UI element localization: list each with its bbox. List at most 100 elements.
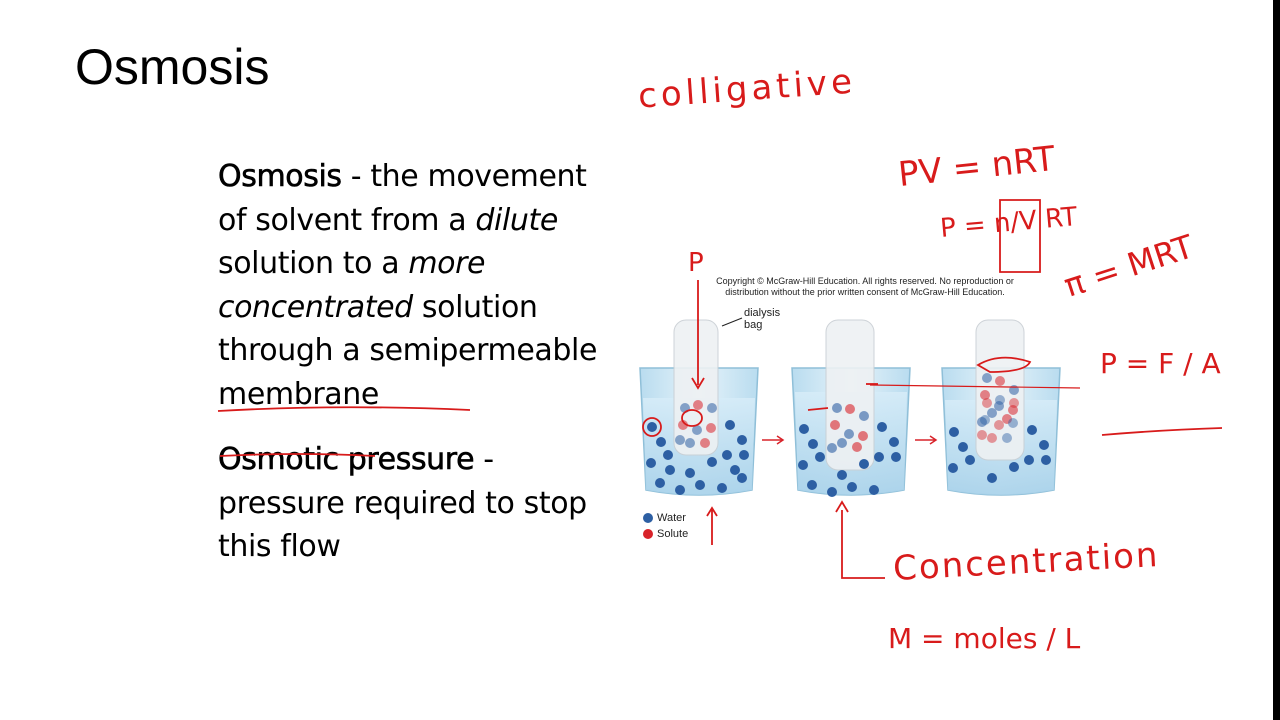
- water-particle: [675, 435, 685, 445]
- water-particle: [717, 483, 727, 493]
- circle-water: [642, 417, 662, 437]
- water-particle: [995, 395, 1005, 405]
- legend-water: Water: [643, 510, 688, 526]
- dilute-word: dilute: [475, 202, 558, 238]
- step-arrow-1: [762, 435, 785, 445]
- water-particle: [695, 480, 705, 490]
- water-particle: [859, 411, 869, 421]
- def1-end: solution through a: [218, 289, 538, 369]
- water-particle: [808, 439, 818, 449]
- water-particle: [725, 420, 735, 430]
- water-particle: [807, 480, 817, 490]
- water-particle: [832, 403, 842, 413]
- membrane-phrase: semipermeable membrane: [218, 333, 597, 412]
- water-dot-icon: [643, 513, 653, 523]
- water-particle: [685, 438, 695, 448]
- water-particle: [877, 422, 887, 432]
- water-particle: [869, 485, 879, 495]
- water-particle: [1002, 433, 1012, 443]
- water-particle: [1024, 455, 1034, 465]
- water-particle: [965, 455, 975, 465]
- ink-molarity: M = moles / L: [888, 622, 1081, 655]
- water-particle: [722, 450, 732, 460]
- solute-particle: [1009, 398, 1019, 408]
- box-n-v: [999, 199, 1041, 273]
- water-particle: [663, 450, 673, 460]
- water-particle: [647, 422, 657, 432]
- solute-particle: [693, 400, 703, 410]
- legend: Water Solute: [643, 510, 688, 542]
- solute-dot-icon: [643, 529, 653, 539]
- water-particle: [980, 415, 990, 425]
- solute-particle: [994, 420, 1004, 430]
- osmosis-term: Osmosis: [218, 159, 343, 195]
- def2-rest: - pressure required to stop this flow: [218, 442, 587, 564]
- water-particle: [994, 401, 1004, 411]
- slide-body: Osmosis - the movement of solvent from a…: [218, 155, 618, 569]
- circle-level: [976, 356, 1032, 373]
- water-particle: [1009, 462, 1019, 472]
- water-particle: [1008, 418, 1018, 428]
- water-particle: [675, 485, 685, 495]
- water-particle: [874, 452, 884, 462]
- water-particle: [646, 458, 656, 468]
- underline-membrane: [219, 453, 376, 457]
- water-particle: [707, 403, 717, 413]
- solute-particle: [830, 420, 840, 430]
- window-edge: [1273, 0, 1280, 720]
- small-up-arrow: [706, 506, 718, 545]
- solute-particle: [995, 376, 1005, 386]
- osmosis-definition: Osmosis - the movement of solvent from a…: [218, 155, 618, 416]
- water-particle: [949, 427, 959, 437]
- solute-particle: [706, 423, 716, 433]
- solute-particle: [1002, 414, 1012, 424]
- solute-particle: [700, 438, 710, 448]
- ink-p-fa: P = F / A: [1100, 347, 1221, 380]
- solute-particle: [987, 433, 997, 443]
- line-under-pfa: [1101, 427, 1223, 436]
- water-particle: [815, 452, 825, 462]
- def1-sep: - the movement of solvent from a: [218, 159, 587, 238]
- pressure-arrow: [691, 280, 705, 390]
- water-particle: [665, 465, 675, 475]
- copyright-notice: Copyright © McGraw-Hill Education. All r…: [716, 276, 1014, 297]
- slide-title: Osmosis: [75, 39, 270, 95]
- water-particle: [730, 465, 740, 475]
- water-particle: [982, 373, 992, 383]
- water-particle: [1041, 455, 1051, 465]
- water-particle: [1039, 440, 1049, 450]
- concentration-arrow: [841, 510, 885, 579]
- water-particle: [692, 425, 702, 435]
- water-particle: [891, 452, 901, 462]
- water-particle: [859, 459, 869, 469]
- water-particle: [948, 463, 958, 473]
- solute-particle: [977, 430, 987, 440]
- water-particle: [827, 443, 837, 453]
- water-particle: [799, 424, 809, 434]
- water-particle: [655, 478, 665, 488]
- water-particle: [987, 473, 997, 483]
- water-particle: [739, 450, 749, 460]
- water-particle: [987, 408, 997, 418]
- water-particle: [656, 437, 666, 447]
- solute-particle: [982, 398, 992, 408]
- water-particle: [958, 442, 968, 452]
- ink-strokes: [217, 199, 1223, 579]
- def1-mid: solution to a: [218, 246, 409, 281]
- water-particle: [837, 470, 847, 480]
- ink-p: P: [688, 248, 704, 278]
- water-particle: [837, 438, 847, 448]
- solute-particle: [1008, 405, 1018, 415]
- water-particle: [844, 429, 854, 439]
- solute-particle: [980, 390, 990, 400]
- water-particle: [1027, 425, 1037, 435]
- circle-solute: [681, 409, 703, 427]
- water-particle: [847, 482, 857, 492]
- water-particle: [685, 468, 695, 478]
- water-particle: [977, 417, 987, 427]
- legend-solute: Solute: [643, 526, 688, 542]
- water-particle: [737, 435, 747, 445]
- water-particle: [707, 457, 717, 467]
- concentrated-word: more concentrated: [218, 246, 486, 325]
